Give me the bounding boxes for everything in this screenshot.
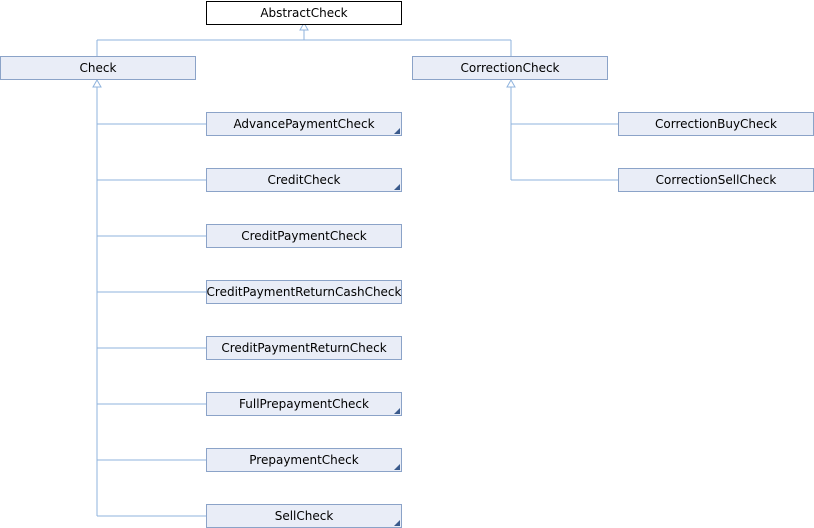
node-abstract-check: AbstractCheck [206, 1, 402, 25]
node-credit-payment-return-check[interactable]: CreditPaymentReturnCheck [206, 336, 402, 360]
node-correction-buy-check[interactable]: CorrectionBuyCheck [618, 112, 814, 136]
arrow-root [299, 21, 309, 31]
arrow-correction [506, 78, 516, 88]
node-sell-check[interactable]: SellCheck [206, 504, 402, 528]
node-prepayment-check[interactable]: PrepaymentCheck [206, 448, 402, 472]
node-credit-payment-check[interactable]: CreditPaymentCheck [206, 224, 402, 248]
node-correction-sell-check[interactable]: CorrectionSellCheck [618, 168, 814, 192]
node-full-prepayment-check[interactable]: FullPrepaymentCheck [206, 392, 402, 416]
node-advance-payment-check[interactable]: AdvancePaymentCheck [206, 112, 402, 136]
node-check[interactable]: Check [0, 56, 196, 80]
node-correction-check[interactable]: CorrectionCheck [412, 56, 608, 80]
node-credit-check[interactable]: CreditCheck [206, 168, 402, 192]
node-credit-payment-return-cash-check[interactable]: CreditPaymentReturnCashCheck [206, 280, 402, 304]
arrow-check [92, 78, 102, 88]
